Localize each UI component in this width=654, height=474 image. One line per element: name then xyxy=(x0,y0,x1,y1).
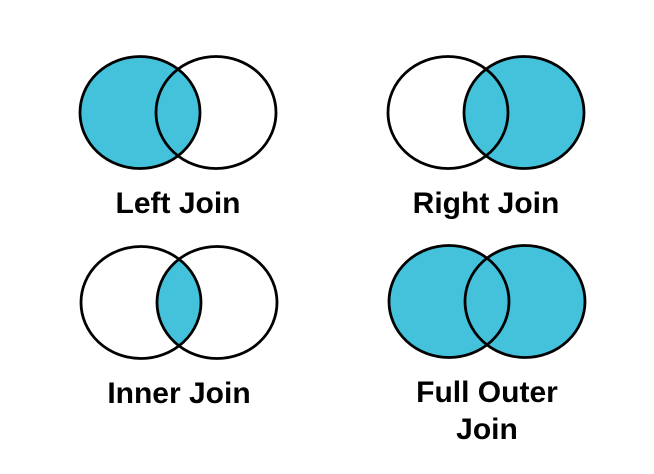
full-outer-join-label: Full Outer Join xyxy=(416,376,558,446)
right-circle-outline xyxy=(155,245,279,360)
right-circle-outline xyxy=(462,55,586,170)
venn-full-outer-join xyxy=(387,244,587,359)
venn-left-join xyxy=(78,55,278,170)
right-join-cell: Right Join xyxy=(386,54,586,222)
left-circle-outline xyxy=(78,55,202,170)
intersection-fill xyxy=(157,246,201,359)
right-join-label: Right Join xyxy=(412,187,560,220)
left-circle-fill xyxy=(80,56,200,169)
venn-right-join xyxy=(386,55,586,170)
left-circle-outline xyxy=(386,55,510,170)
right-circle-outline xyxy=(154,55,278,170)
right-circle-fill xyxy=(465,245,585,358)
venn-inner-join xyxy=(79,245,279,360)
left-circle-outline xyxy=(79,245,203,360)
right-circle-fill xyxy=(464,56,584,169)
inner-join-cell: Inner Join xyxy=(79,244,279,412)
left-join-cell: Left Join xyxy=(78,54,278,222)
full-outer-join-cell: Full Outer Join xyxy=(387,243,587,448)
left-join-label: Left Join xyxy=(115,187,241,220)
inner-join-label: Inner Join xyxy=(107,377,251,410)
left-circle-outline xyxy=(387,244,511,359)
right-circle-outline xyxy=(463,244,587,359)
